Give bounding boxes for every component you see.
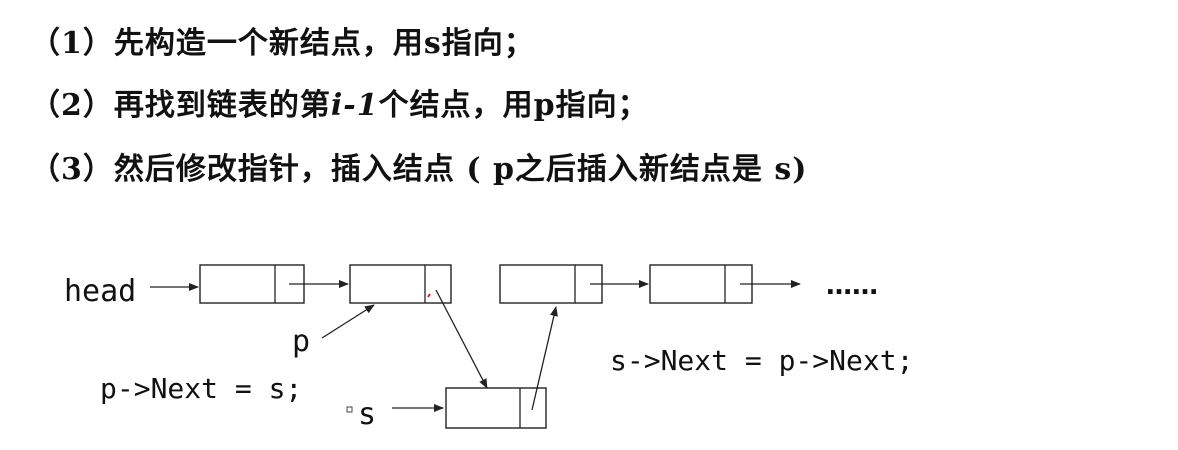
list-continuation-ellipsis: …… [826, 271, 878, 301]
p-next-to-s-arrow [435, 289, 488, 389]
new-node-s-box [445, 387, 547, 429]
new-node-s [445, 387, 547, 429]
list-node-4 [649, 264, 753, 304]
p-pointer-arrow [321, 304, 375, 339]
step-3-label: （3）然后修改指针，插入结点 ( p之后插入新结点是 s) [30, 152, 808, 187]
step-1-text: （1）先构造一个新结点，用s指向； [30, 18, 535, 62]
list-node-2-box [349, 264, 452, 304]
list-node-3-box [499, 264, 603, 304]
step-2-suffix: 个结点，用p指向； [378, 88, 649, 123]
p-label: p [292, 324, 310, 359]
code-p-next-assignment: p->Next = s; [100, 372, 302, 405]
step-1-label: （1）先构造一个新结点，用s指向； [30, 26, 535, 61]
code-s-next-assignment: s->Next = p->Next; [610, 344, 913, 377]
step-2-text: （2）再找到链表的第i-1个结点，用p指向； [30, 80, 649, 124]
red-mark [427, 293, 431, 298]
head-label: head [64, 274, 136, 309]
step-2-prefix: （2）再找到链表的第 [30, 88, 331, 123]
step-3-text: （3）然后修改指针，插入结点 ( p之后插入新结点是 s) [30, 144, 807, 188]
list-node-1-box [199, 264, 305, 304]
list-node-3 [499, 264, 603, 304]
step-2-italic-index: i-1 [330, 88, 379, 123]
s-next-to-node-3-arrow [531, 306, 558, 411]
s-label: s [358, 397, 376, 432]
list-node-1 [199, 264, 305, 304]
small-square-mark [346, 406, 353, 413]
list-node-2 [349, 264, 452, 304]
list-node-4-box [649, 264, 753, 304]
